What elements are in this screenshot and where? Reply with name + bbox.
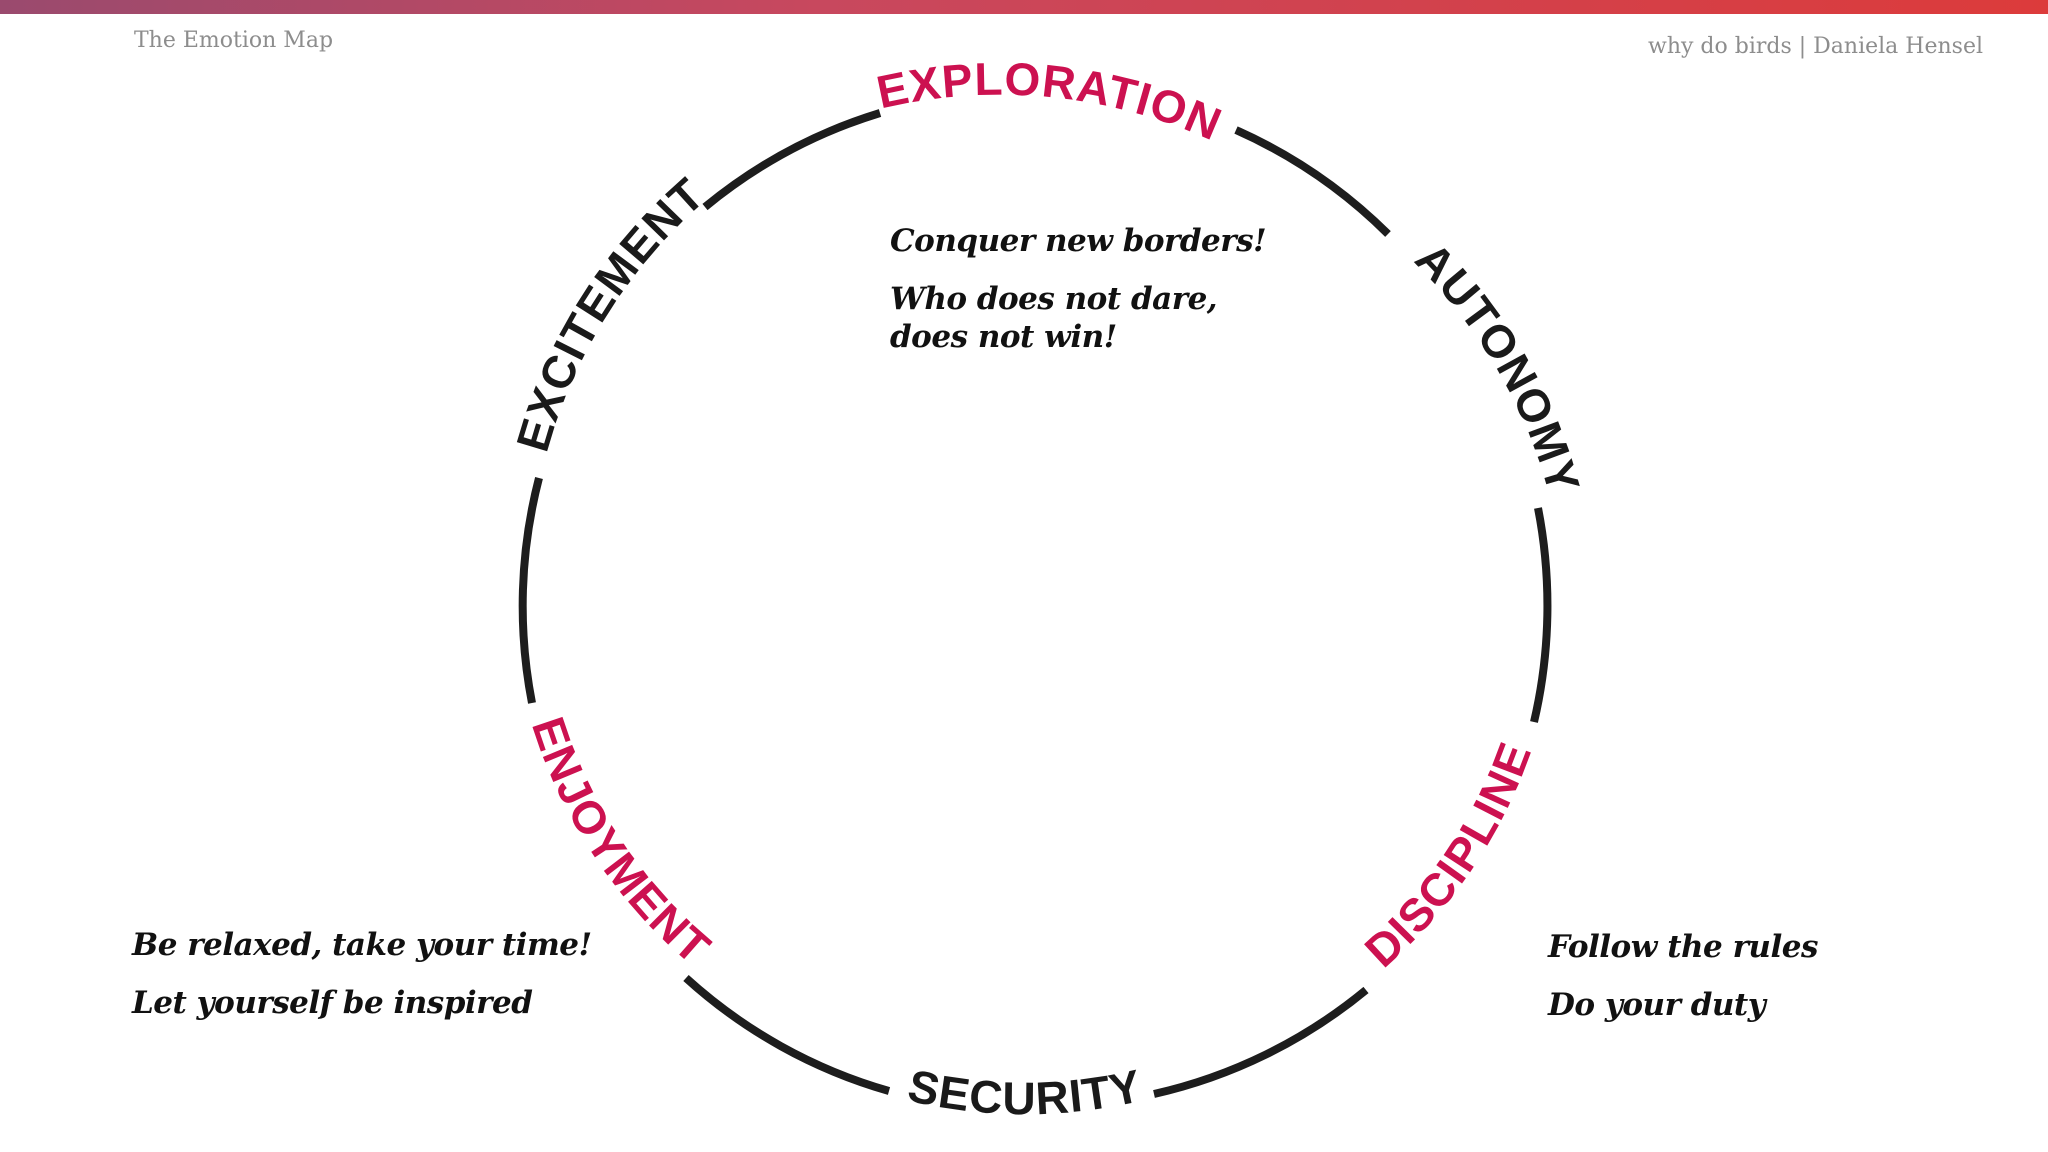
ring-arc-5: [683, 975, 891, 1095]
ring-arc-3: [1530, 507, 1552, 723]
ring-arc-4: [1153, 986, 1369, 1098]
segment-label-discipline: DISCIPLINE: [1355, 735, 1542, 977]
segment-label-excitement: EXCITEMENT: [506, 167, 714, 457]
quote-discipline-1: Follow the rules: [1548, 929, 1818, 965]
quote-exploration-2: Who does not dare, does not win!: [890, 281, 1218, 355]
quote-discipline-2: Do your duty: [1548, 987, 1766, 1023]
quote-exploration-1: Conquer new borders!: [890, 223, 1267, 259]
segment-label-autonomy: AUTONOMY: [1406, 232, 1590, 499]
top-accent-bar: [0, 0, 2048, 14]
ring-arcs: [518, 109, 1552, 1098]
segment-label-exploration: EXPLORATION: [872, 52, 1229, 150]
ring-arc-2: [1234, 126, 1391, 237]
slide-title: The Emotion Map: [134, 28, 334, 53]
ring-arc-6: [518, 476, 543, 704]
ring-arc-1: [702, 109, 882, 211]
quote-enjoyment-2: Let yourself be inspired: [132, 985, 533, 1021]
quote-enjoyment-1: Be relaxed, take your time!: [132, 927, 592, 963]
slide-credit: why do birds | Daniela Hensel: [1648, 34, 1983, 59]
segment-label-security: SECURITY: [904, 1059, 1147, 1124]
